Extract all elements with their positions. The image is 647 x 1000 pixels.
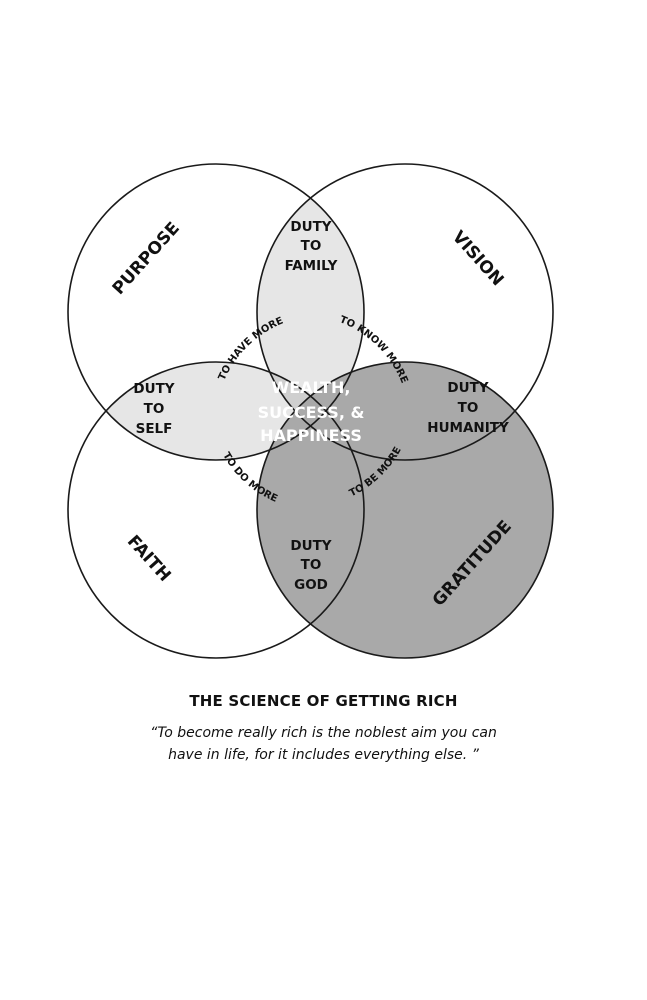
duty-self-line1: DUTY [133,381,174,397]
label-purpose: PURPOSE [109,218,184,298]
caption-title: THE SCIENCE OF GETTING RICH [189,692,458,710]
duty-humanity-line3: HUMANITY [427,420,509,436]
center-line1: WEALTH, [272,378,351,397]
caption-quote: “To become really rich is the noblest ai… [118,722,529,766]
center-label: WEALTH, SUCCESS, & HAPPINESS [258,378,365,445]
center-line2: SUCCESS, & [258,403,365,422]
duty-god-line2: TO [301,557,322,573]
venn-diagram: PURPOSE VISION FAITH GRATITUDE DUTY TO F… [67,163,554,659]
circle-faith [67,361,365,659]
duty-self-line3: SELF [136,421,173,437]
duty-family-line3: FAMILY [285,258,338,274]
duty-humanity-line1: DUTY [447,380,488,396]
duty-god-line3: GOD [294,577,328,593]
center-line3: HAPPINESS [260,426,362,445]
caption-quote-line1: “To become really rich is the noblest ai… [150,725,497,741]
duty-god-line1: DUTY [290,538,331,554]
duty-family-line2: TO [301,238,322,254]
label-vision: VISION [448,227,508,290]
duty-humanity-line2: TO [458,400,479,416]
circle-purpose [67,163,365,461]
circle-vision [256,163,554,461]
region-center [257,362,553,658]
duty-family-line1: DUTY [290,219,331,235]
caption-quote-line2: have in life, for it includes everything… [168,747,479,763]
circle-gratitude [256,361,554,659]
label-faith: FAITH [123,532,175,586]
duty-self-line2: TO [144,401,165,417]
